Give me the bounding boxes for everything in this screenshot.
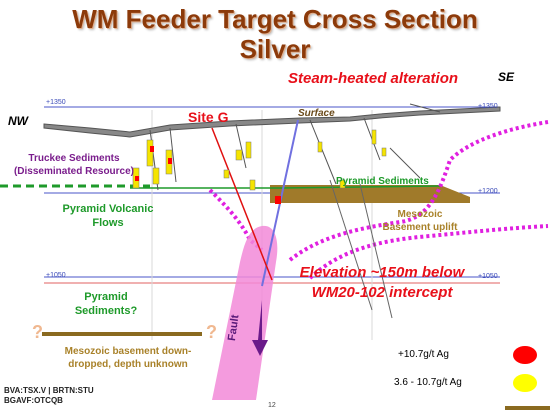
mesozoic-down-line2: dropped, depth unknown <box>68 359 188 370</box>
pyramid-sediments-boundary <box>130 185 441 189</box>
question-mark-right: ? <box>206 322 217 342</box>
mesozoic-basement-uplift <box>270 185 470 203</box>
truckee-label: Truckee Sediments (Disseminated Resource… <box>0 152 148 178</box>
elevation-1050-right: +1050 <box>478 273 498 280</box>
question-mark-left: ? <box>32 322 43 342</box>
pyramid-sed-q-line2: Sediments? <box>74 305 138 317</box>
elevation-1350-right: +1350 <box>478 103 498 110</box>
alteration-envelope-top <box>288 120 549 262</box>
pyramid-volcanic-line2: Flows <box>92 217 124 229</box>
drill-hole-site-g <box>211 127 273 281</box>
fault-zone <box>212 225 278 400</box>
fault-arrow <box>252 300 268 356</box>
ticker-line2: BGAVF:OTCQB <box>4 396 63 405</box>
mineralization-markers <box>132 129 387 204</box>
title-line-1: WM Feeder Target Cross Section <box>72 4 478 34</box>
title-line-2: Silver <box>239 34 311 64</box>
mesozoic-downdropped-bar <box>42 332 202 336</box>
legend-yellow-dot <box>513 374 537 392</box>
pyramid-sed-q-line1: Pyramid <box>84 291 128 303</box>
elevation-callout-line2: WM20-102 intercept <box>311 284 453 301</box>
legend-red-dot <box>513 346 537 364</box>
drill-hole <box>359 183 393 319</box>
page-number: 12 <box>268 402 276 409</box>
drill-hole <box>309 119 337 185</box>
mesozoic-downdropped-label: Mesozoic basement down- dropped, depth u… <box>48 345 208 371</box>
elevation-1050-left: +1050 <box>46 272 66 279</box>
surface-label: Surface <box>298 108 335 119</box>
truckee-label-line1: Truckee Sediments <box>28 153 120 164</box>
mesozoic-uplift-line1: Mesozoic <box>397 209 443 220</box>
surface-topography <box>43 106 501 138</box>
label-leader <box>389 147 421 179</box>
orientation-nw: NW <box>8 114 28 128</box>
drill-hole <box>329 179 373 311</box>
legend-high-grade: +10.7g/t Ag <box>398 349 449 360</box>
label-leader <box>409 103 441 113</box>
steam-heated-label: Steam-heated alteration <box>288 70 459 87</box>
truckee-label-line2: (Disseminated Resource) <box>13 166 135 177</box>
orientation-se: SE <box>498 70 515 84</box>
elevation-callout-line1: Elevation ~150m below <box>299 264 465 281</box>
pyramid-volcanic-line1: Pyramid Volcanic <box>62 203 154 215</box>
mesozoic-uplift-label: Mesozoic Basement uplift <box>370 208 470 234</box>
mesozoic-uplift-line2: Basement uplift <box>382 222 458 233</box>
ticker-line1: BVA:TSX.V | BRTN:STU <box>4 386 94 395</box>
legend-mid-grade: 3.6 - 10.7g/t Ag <box>394 377 462 388</box>
pyramid-sediments-question-label: Pyramid Sediments? <box>56 290 156 318</box>
drill-hole <box>235 123 247 169</box>
pyramid-volcanic-label: Pyramid Volcanic Flows <box>48 202 168 230</box>
elevation-1350-left: +1350 <box>46 99 66 106</box>
elevation-callout: Elevation ~150m below WM20-102 intercept <box>282 263 482 303</box>
site-g-label: Site G <box>188 109 229 125</box>
alteration-envelope-outer <box>208 188 264 252</box>
ticker-info: BVA:TSX.V | BRTN:STU BGAVF:OTCQB <box>4 386 94 406</box>
legend-brown-bar <box>505 406 550 410</box>
mesozoic-down-line1: Mesozoic basement down- <box>64 346 192 357</box>
elevation-1200: +1200 <box>478 188 498 195</box>
drill-hole <box>169 127 177 183</box>
pyramid-sediments-label: Pyramid Sediments <box>336 176 429 187</box>
alteration-envelope-lower <box>308 224 549 280</box>
